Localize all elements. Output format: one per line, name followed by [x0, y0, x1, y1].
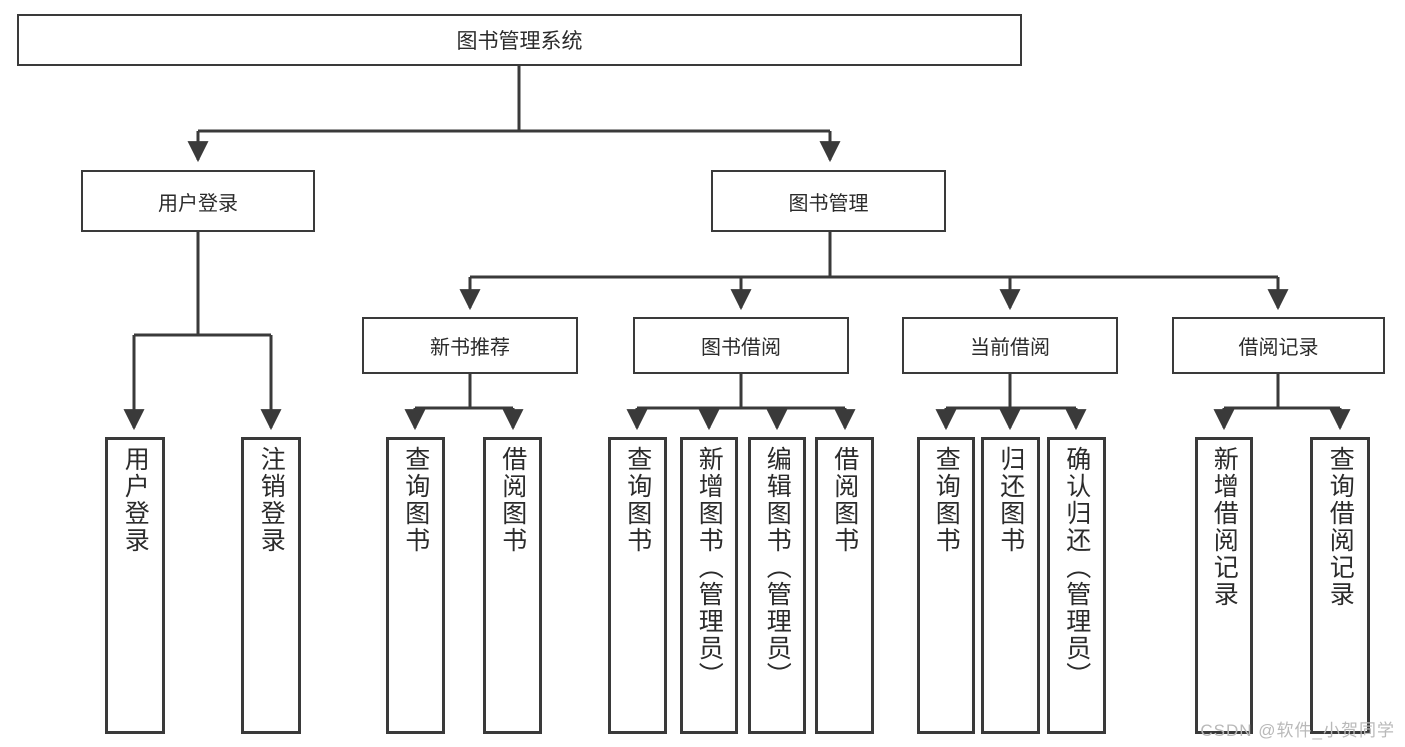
leaf-label: 归还图书: [996, 446, 1025, 554]
leaf-label: 查询图书: [401, 446, 430, 554]
leaf-borrow-query-book[interactable]: 查询图书: [608, 437, 667, 734]
leaf-recommend-borrow-book[interactable]: 借阅图书: [483, 437, 542, 734]
node-book-borrow[interactable]: 图书借阅: [633, 317, 849, 374]
leaf-current-query-book[interactable]: 查询图书: [917, 437, 975, 734]
leaf-borrow-borrow-book[interactable]: 借阅图书: [815, 437, 874, 734]
node-root-system[interactable]: 图书管理系统: [17, 14, 1022, 66]
leaf-label: 借阅图书: [830, 446, 859, 554]
node-user-login[interactable]: 用户登录: [81, 170, 315, 232]
leaf-current-confirm-return-admin[interactable]: 确认归还（管理员）: [1047, 437, 1106, 734]
leaf-label: 新增借阅记录: [1210, 446, 1239, 608]
leaf-label: 查询图书: [932, 446, 961, 554]
leaf-current-return-book[interactable]: 归还图书: [981, 437, 1040, 734]
leaf-recommend-query-book[interactable]: 查询图书: [386, 437, 445, 734]
leaf-label: 借阅图书: [498, 446, 527, 554]
leaf-label: 编辑图书（管理员）: [763, 446, 792, 689]
leaf-label: 新增图书（管理员）: [695, 446, 724, 689]
leaf-label: 注销登录: [257, 446, 286, 554]
leaf-label: 确认归还（管理员）: [1062, 446, 1091, 689]
node-current-borrow[interactable]: 当前借阅: [902, 317, 1118, 374]
leaf-borrow-add-book-admin[interactable]: 新增图书（管理员）: [680, 437, 738, 734]
leaf-record-add-record[interactable]: 新增借阅记录: [1195, 437, 1253, 734]
leaf-label: 查询图书: [623, 446, 652, 554]
leaf-borrow-edit-book-admin[interactable]: 编辑图书（管理员）: [748, 437, 806, 734]
leaf-label: 查询借阅记录: [1326, 446, 1355, 608]
leaf-user-login-logout[interactable]: 注销登录: [241, 437, 301, 734]
node-borrow-record[interactable]: 借阅记录: [1172, 317, 1385, 374]
leaf-record-query-record[interactable]: 查询借阅记录: [1310, 437, 1370, 734]
node-new-book-recommend[interactable]: 新书推荐: [362, 317, 578, 374]
leaf-label: 用户登录: [121, 446, 150, 554]
node-book-management[interactable]: 图书管理: [711, 170, 946, 232]
leaf-user-login-login[interactable]: 用户登录: [105, 437, 165, 734]
